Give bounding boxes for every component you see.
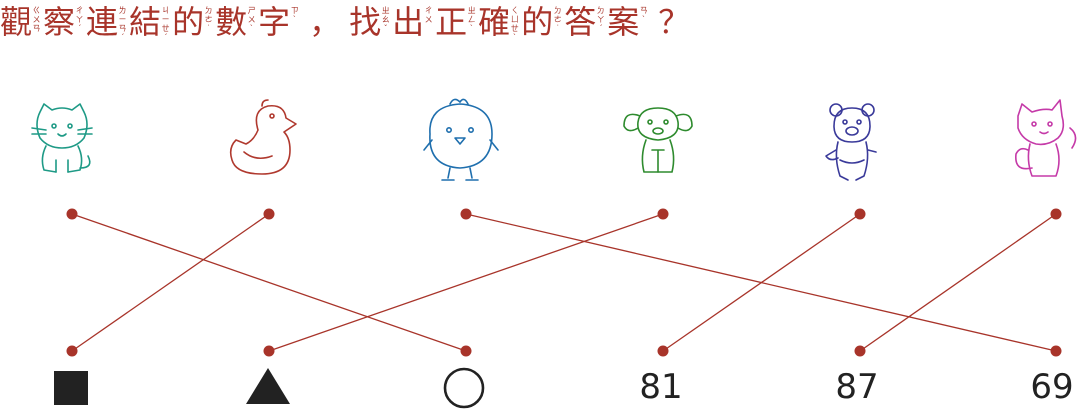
- bottom-dot: [657, 345, 669, 357]
- top-dot: [657, 208, 669, 220]
- connection-line: [662, 213, 861, 352]
- top-dot: [66, 208, 78, 220]
- chick-icon: [423, 98, 499, 181]
- connection-line: [268, 213, 664, 352]
- duck-icon: [229, 99, 297, 175]
- bottom-dot: [66, 345, 78, 357]
- answer-number-81: 81: [639, 367, 683, 407]
- connection-lines: [71, 213, 1057, 352]
- connection-line: [71, 213, 467, 352]
- bottom-dot: [263, 345, 275, 357]
- zhuyin-annotation: ㄉㄜ˙: [553, 6, 562, 33]
- answer-number-87: 87: [835, 367, 879, 407]
- answer-number-69: 69: [1030, 367, 1074, 407]
- title-char: 的ㄉㄜ˙: [172, 3, 213, 41]
- connection-dots: [66, 208, 1062, 357]
- connection-line: [859, 213, 1057, 352]
- title-punctuation: ，: [309, 3, 342, 41]
- bottom-dot: [460, 345, 472, 357]
- bottom-dot: [854, 345, 866, 357]
- zhuyin-annotation: ㄉㄜ˙: [204, 6, 213, 33]
- square-shape: [54, 371, 88, 405]
- bottom-dot: [1050, 345, 1062, 357]
- zhuyin-annotation: ㄔㄨ: [424, 6, 433, 24]
- zhuyin-annotation: ㄍㄨㄢ: [32, 6, 41, 33]
- circle-shape: [443, 367, 485, 409]
- title-char: 出ㄔㄨ: [392, 3, 433, 41]
- top-dot: [1050, 208, 1062, 220]
- title-punctuation: ？: [658, 3, 691, 41]
- connection-line: [71, 213, 270, 352]
- fox-icon: [1015, 99, 1077, 177]
- title-char: 的ㄉㄜ˙: [521, 3, 562, 41]
- bear-icon: [825, 103, 877, 181]
- top-dot: [854, 208, 866, 220]
- dog-icon: [623, 107, 693, 173]
- triangle-shape: [246, 368, 290, 404]
- cat-icon: [31, 103, 93, 173]
- top-dot: [460, 208, 472, 220]
- top-dot: [263, 208, 275, 220]
- title-char: 觀ㄍㄨㄢ: [0, 3, 41, 41]
